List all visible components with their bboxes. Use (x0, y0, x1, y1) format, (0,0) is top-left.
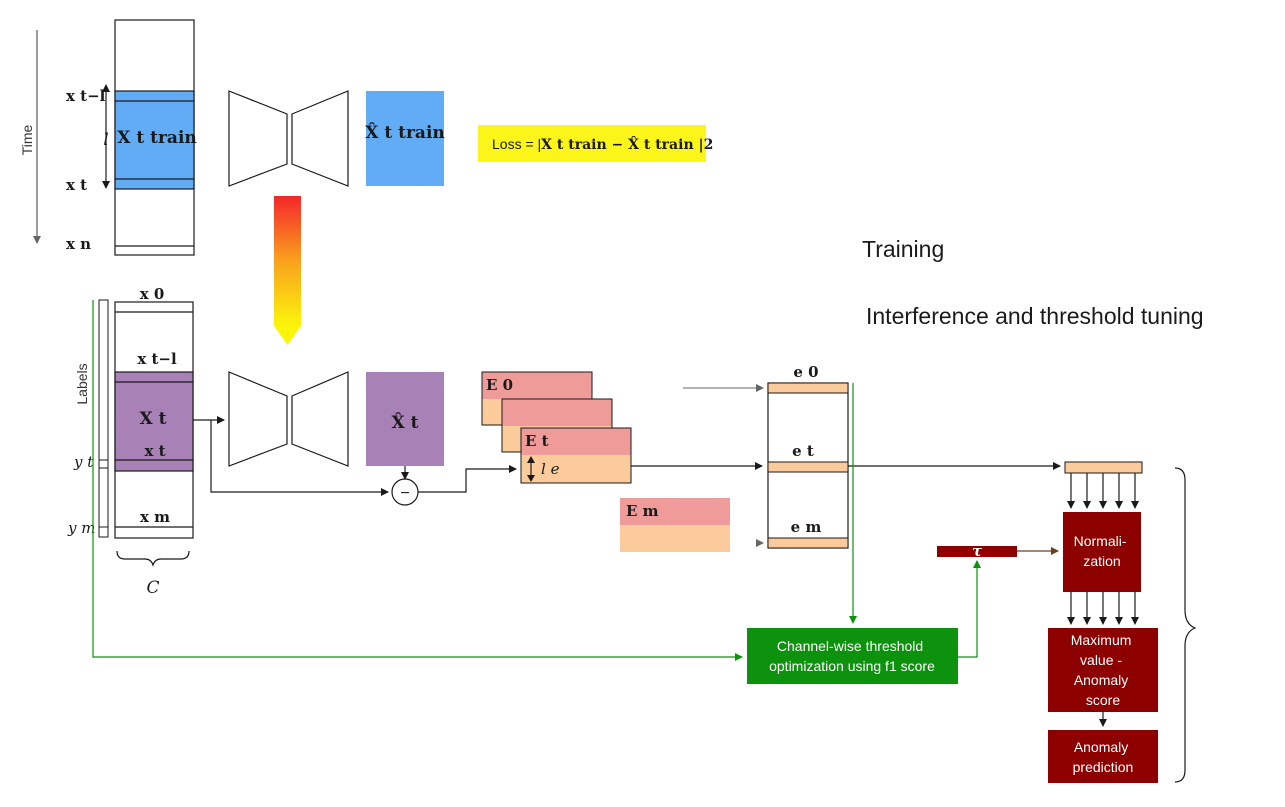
label-x-t-minus-l: x t−l (137, 350, 177, 368)
threshold-optimization: Channel-wise threshold optimization usin… (92, 300, 981, 684)
autoencoder-training (228, 90, 349, 187)
label-x-t-minus-l-top: x t−l (66, 87, 106, 105)
autoencoder-inference (228, 371, 349, 467)
label-e0: e 0 (793, 363, 818, 381)
test-data-column: x 0 x t−l X t x t x m C (114, 285, 194, 598)
time-axis: Time (19, 30, 41, 244)
label-Xhat-t: X̂ t (392, 413, 419, 433)
test-window (114, 371, 194, 472)
normalization-input (1064, 461, 1143, 509)
reconstruction-inference (366, 372, 444, 466)
anomaly-prediction-box (1048, 730, 1158, 783)
label-Et: E t (525, 432, 549, 450)
error-vector-em (767, 537, 849, 549)
label-y-t: y t (73, 453, 94, 471)
normalization-box (1063, 512, 1141, 592)
channel-brace (116, 550, 190, 567)
label-C: C (146, 578, 159, 598)
error-matrix-Em: E m (620, 498, 730, 552)
labels-column: Labels y t y m (67, 299, 109, 538)
label-le: l e (541, 460, 560, 478)
threshold-optimization-label: Channel-wise threshold optimization usin… (769, 638, 935, 674)
label-E0: E 0 (486, 376, 513, 394)
subtract-symbol: − (400, 485, 409, 502)
label-Em: E m (626, 502, 659, 520)
error-vector-et (767, 461, 849, 473)
anomaly-prediction-label: Anomaly prediction (1073, 739, 1134, 775)
label-tau: τ (972, 542, 983, 560)
label-X-train: X t train (117, 128, 197, 148)
inference-title: Interference and threshold tuning (866, 303, 1204, 329)
error-vector-column: e 0 e t e m (683, 363, 849, 549)
label-x0: x 0 (140, 285, 165, 303)
label-X-t: X t (140, 409, 167, 429)
right-brace (1174, 467, 1197, 783)
max-value-label: Maximum value - Anomaly score (1071, 632, 1136, 708)
label-Xhat-train: X̂ t train (365, 123, 445, 143)
threshold-optimization-box (747, 628, 958, 684)
time-axis-label: Time (19, 124, 35, 155)
max-value-box (1048, 628, 1158, 712)
error-matrix-Et: E t l e (520, 427, 632, 484)
training-window (114, 90, 195, 190)
loss-formula: Loss = |X t train − X̂ t train |2 (492, 135, 713, 153)
label-x-n: x n (66, 235, 91, 253)
label-em: e m (791, 518, 822, 536)
label-x-t: x t (144, 442, 165, 460)
label-x-t-top: x t (66, 176, 87, 194)
normalization-to-max-arrows (1067, 592, 1139, 625)
label-x-m: x m (140, 508, 170, 526)
label-y-m: y m (67, 519, 95, 537)
label-et: e t (792, 442, 814, 460)
error-vector-e0 (767, 382, 849, 394)
normalization-label: Normali- zation (1074, 533, 1131, 569)
window-length-label: l (103, 130, 108, 150)
training-title: Training (862, 236, 944, 262)
inference-flow: − (193, 416, 517, 506)
loss-box (478, 125, 706, 162)
labels-axis-label: Labels (74, 363, 90, 404)
reconstruction-training (366, 91, 444, 186)
training-data-column: l x t−l x t x n X t train (66, 19, 197, 256)
transfer-arrow (274, 196, 301, 345)
tau-threshold-vector (937, 546, 1017, 557)
